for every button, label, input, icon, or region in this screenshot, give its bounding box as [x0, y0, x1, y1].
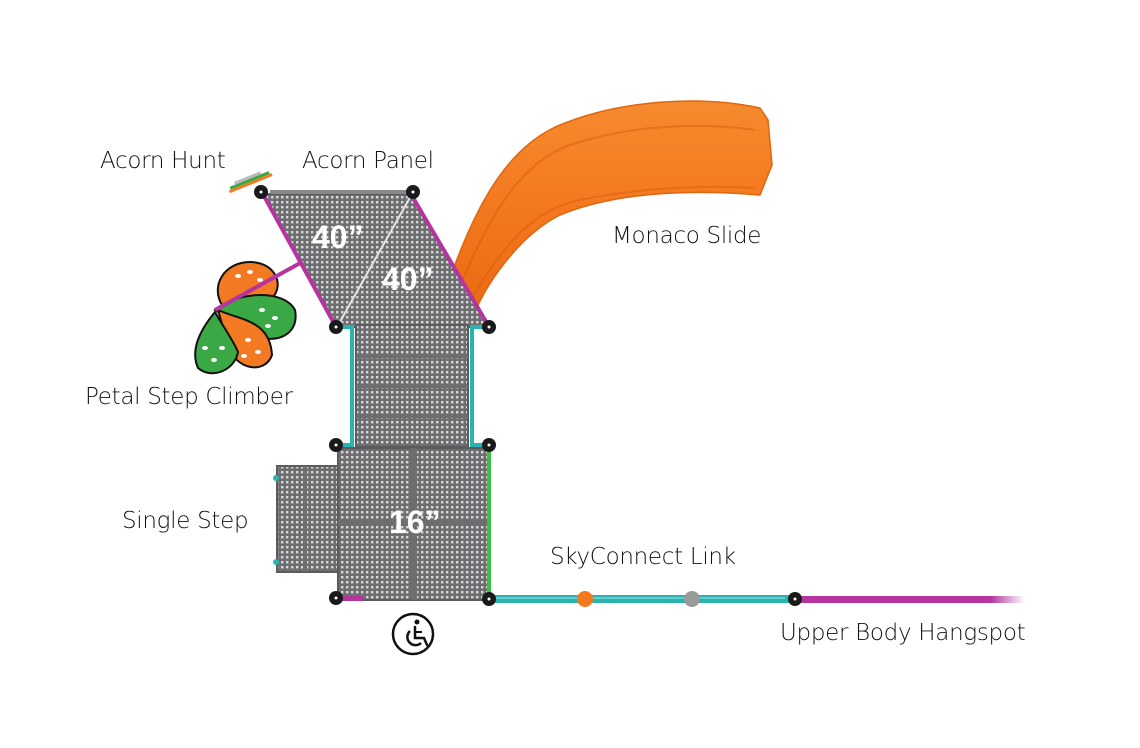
label-petal-step-climber: Petal Step Climber	[85, 384, 293, 410]
petal-step-climber[interactable]	[194, 260, 303, 375]
skyconnect-link[interactable]	[488, 591, 796, 607]
acorn-hunt[interactable]	[227, 168, 273, 194]
deck-height-label: 40”	[382, 261, 434, 297]
label-monaco-slide: Monaco Slide	[612, 223, 762, 249]
upper-body-hangspot[interactable]	[795, 596, 1025, 603]
post	[329, 438, 343, 452]
deck-height-label: 16”	[389, 504, 441, 540]
label-single-step: Single Step	[122, 508, 249, 534]
post	[482, 592, 496, 606]
deck-height-label: 40”	[312, 219, 364, 255]
square-deck[interactable]	[337, 447, 491, 601]
post	[329, 591, 343, 605]
transfer-deck[interactable]	[336, 324, 488, 448]
label-upper-body-hangspot: Upper Body Hangspot	[780, 620, 1026, 646]
post	[482, 438, 496, 452]
post	[788, 592, 802, 606]
post	[329, 320, 343, 334]
label-acorn-panel: Acorn Panel	[302, 148, 434, 174]
post	[482, 320, 496, 334]
monaco-slide[interactable]	[440, 100, 773, 306]
label-acorn-hunt: Acorn Hunt	[100, 148, 226, 174]
post	[254, 185, 268, 199]
wheelchair-icon	[391, 612, 435, 656]
post	[406, 185, 420, 199]
acorn-panel[interactable]	[410, 194, 490, 327]
single-step[interactable]	[273, 465, 344, 573]
acorn-panel[interactable]	[262, 195, 337, 326]
posts	[254, 185, 802, 606]
label-skyconnect-link: SkyConnect Link	[550, 544, 736, 570]
